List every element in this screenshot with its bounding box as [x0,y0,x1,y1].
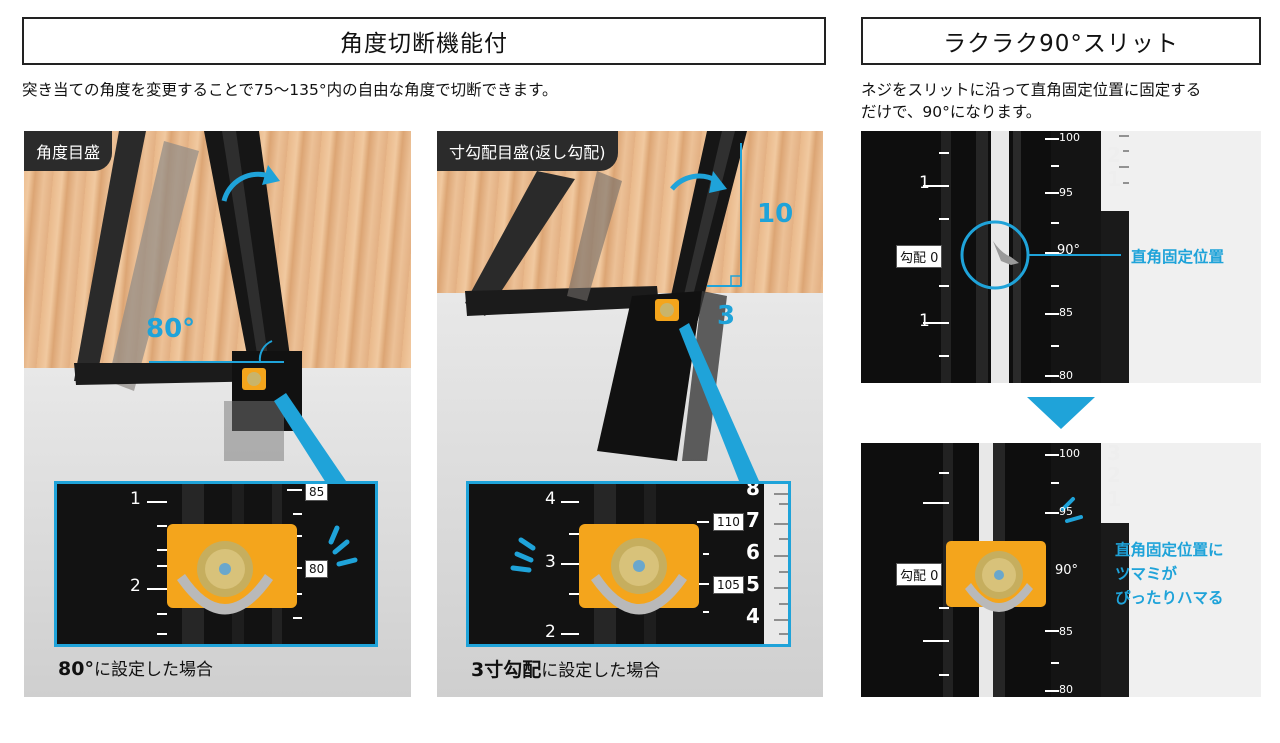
angle-caption: 80°に設定した場合 [58,655,213,680]
scale-mark: 2 [545,622,556,642]
slit-before-photo: 勾配 0 1 1 100 95 90° 85 80 2 1 直角固定位置 [861,131,1261,383]
slope-zoom-view: 4 3 2 110 105 8 7 6 5 4 [466,481,791,647]
scale-degree-mark: 105 [713,576,744,594]
section-title-90-slit: ラクラク90°スリット [861,17,1261,65]
zoom-scale-illustration [469,484,788,644]
scale-degree-mark: 100 [1059,447,1080,460]
scale-degree-mark: 80 [1059,369,1073,382]
angle-tool-illustration [74,131,346,486]
slope-big-mark: 4 [746,604,760,628]
scale-degree-mark: 80 [1059,683,1073,696]
caption-rest: に設定した場合 [541,661,661,681]
scale-mark: 1 [1107,167,1121,191]
angle-scale-panel: 角度目盛 80° [24,131,411,697]
scale-mark: 3 [545,552,556,572]
slit-before-illustration [861,131,1129,383]
slope-caption: 3寸勾配に設定した場合 [471,655,660,682]
scale-degree-mark: 100 [1059,131,1080,144]
down-arrow-icon [1027,397,1095,429]
scale-degree-mark: 90° [1055,563,1079,578]
kobai-label: 勾配 0 [896,245,943,268]
scale-mark: 2 [1107,463,1121,487]
slope-scale-panel: 寸勾配目盛(返し勾配) 10 3 [437,131,823,697]
scale-mark: 4 [545,489,556,509]
knob-fit-line: ツマミが [1115,565,1178,583]
scale-degree-mark: 80 [305,560,329,578]
scale-degree-mark: 95 [1059,186,1073,199]
angle-zoom-view: 1 2 85 80 [54,481,378,647]
right-angle-position-label: 直角固定位置 [1131,248,1225,266]
scale-mark: 1 [919,311,930,331]
caption-bold: 80° [58,658,94,680]
scale-mark: 3 [1107,443,1121,465]
slit-after-photo: 勾配 0 100 95 90° 85 80 3 2 1 直角固定位置に ツマミが… [861,443,1261,697]
slope-big-mark: 6 [746,540,760,564]
section-title-text: ラクラク90°スリット [943,31,1179,57]
panel-tag: 角度目盛 [24,131,113,171]
slit-description: ネジをスリットに沿って直角固定位置に固定する だけで、90°になります。 [861,79,1271,123]
knob-fit-line: ぴったりハマる [1115,589,1224,607]
panel-tag: 寸勾配目盛(返し勾配) [437,131,618,171]
section-title-text: 角度切断機能付 [340,31,508,57]
scale-mark: 1 [1107,487,1121,511]
angle-label: 80° [146,314,196,344]
scale-degree-mark: 95 [1059,505,1073,518]
scale-degree-mark: 85 [305,484,329,501]
scale-mark: 1 [919,173,930,193]
scale-mark: 2 [1107,143,1121,167]
angle-cut-description: 突き当ての角度を変更することで75～135°内の自由な角度で切断できます。 [22,81,558,99]
run-label: 3 [717,301,736,331]
slit-after-illustration [861,443,1129,697]
slope-tool-illustration [465,131,759,486]
scale-degree-mark: 90° [1057,243,1081,258]
slope-big-mark: 7 [746,508,760,532]
scale-mark: 2 [130,576,141,596]
knob-fit-line: 直角固定位置に [1115,541,1224,559]
scale-degree-mark: 85 [1059,306,1073,319]
scale-degree-mark: 110 [713,513,744,531]
kobai-label: 勾配 0 [896,563,943,586]
slope-big-mark: 5 [746,572,760,596]
scale-degree-mark: 85 [1059,625,1073,638]
slope-big-mark: 8 [746,481,760,500]
caption-bold: 3寸勾配 [471,659,542,681]
scale-mark: 1 [130,489,141,509]
caption-rest: に設定した場合 [93,660,213,680]
slit-description-line: だけで、90°になります。 [861,103,1042,121]
rise-label: 10 [757,199,794,229]
knob-fit-label: 直角固定位置に ツマミが ぴったりハマる [1115,538,1224,610]
section-title-angle-cut: 角度切断機能付 [22,17,826,65]
slit-description-line: ネジをスリットに沿って直角固定位置に固定する [861,81,1202,99]
